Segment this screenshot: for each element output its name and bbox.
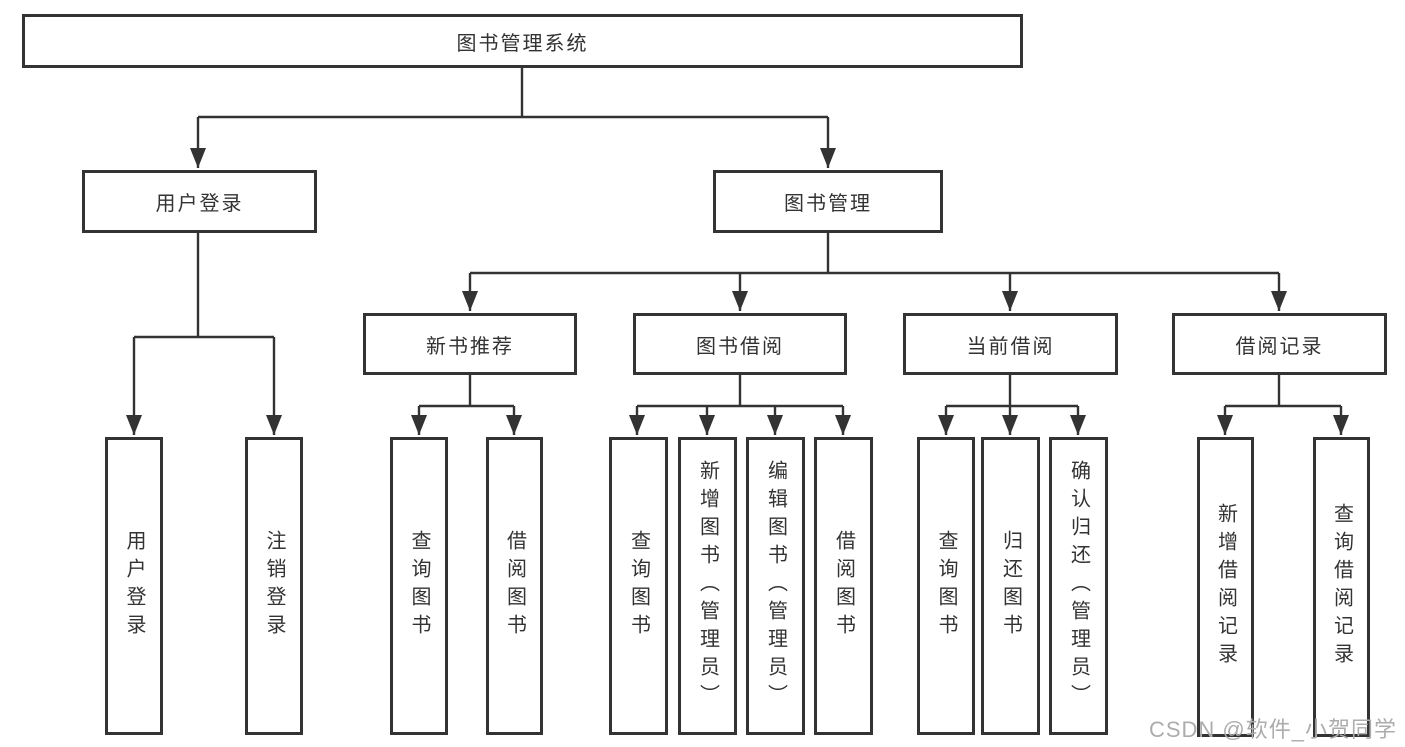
node-cb-confirm-label: 确认归还（管理员） [1067,460,1090,712]
node-nbr-borrow: 借阅图书 [486,437,543,735]
node-br-query-label: 查询借阅记录 [1330,503,1353,671]
node-br-query: 查询借阅记录 [1313,437,1370,737]
node-cb-query-label: 查询图书 [935,530,957,642]
node-login-group-label: 用户登录 [155,193,244,215]
node-br-add-label: 新增借阅记录 [1214,503,1237,671]
node-cb-confirm: 确认归还（管理员） [1049,437,1108,735]
node-root-label: 图书管理系统 [456,32,589,55]
node-book-borrow: 图书借阅 [633,313,847,375]
node-cb-return-label: 归还图书 [999,530,1022,642]
node-nbr-query: 查询图书 [390,437,448,735]
node-cb-query: 查询图书 [917,437,975,735]
node-root: 图书管理系统 [22,14,1023,68]
node-cb-return: 归还图书 [981,437,1040,735]
node-new-book-rec: 新书推荐 [363,313,577,375]
node-bb-edit: 编辑图书（管理员） [746,437,805,735]
node-bb-query: 查询图书 [609,437,668,735]
node-user-login-label: 用户登录 [123,530,145,642]
node-book-borrow-label: 图书借阅 [696,335,784,358]
node-borrow-records-label: 借阅记录 [1235,335,1324,358]
node-logout-label: 注销登录 [263,530,285,642]
node-current-borrow: 当前借阅 [903,313,1118,375]
node-login-group: 用户登录 [82,170,317,233]
node-new-book-rec-label: 新书推荐 [426,335,514,358]
node-nbr-borrow-label: 借阅图书 [503,530,526,642]
node-current-borrow-label: 当前借阅 [966,335,1055,358]
csdn-watermark: CSDN @软件_小贺同学 [1148,717,1397,742]
node-user-login: 用户登录 [105,437,163,735]
node-br-add: 新增借阅记录 [1197,437,1254,737]
node-bb-borrow: 借阅图书 [814,437,873,735]
node-bb-add-label: 新增图书（管理员） [696,460,719,712]
node-book-mgmt: 图书管理 [713,170,943,233]
node-borrow-records: 借阅记录 [1172,313,1387,375]
node-bb-borrow-label: 借阅图书 [832,530,855,642]
node-nbr-query-label: 查询图书 [408,530,430,642]
node-bb-query-label: 查询图书 [627,530,650,642]
node-logout: 注销登录 [245,437,303,735]
node-bb-edit-label: 编辑图书（管理员） [764,460,787,712]
node-bb-add: 新增图书（管理员） [678,437,737,735]
node-book-mgmt-label: 图书管理 [784,193,872,215]
